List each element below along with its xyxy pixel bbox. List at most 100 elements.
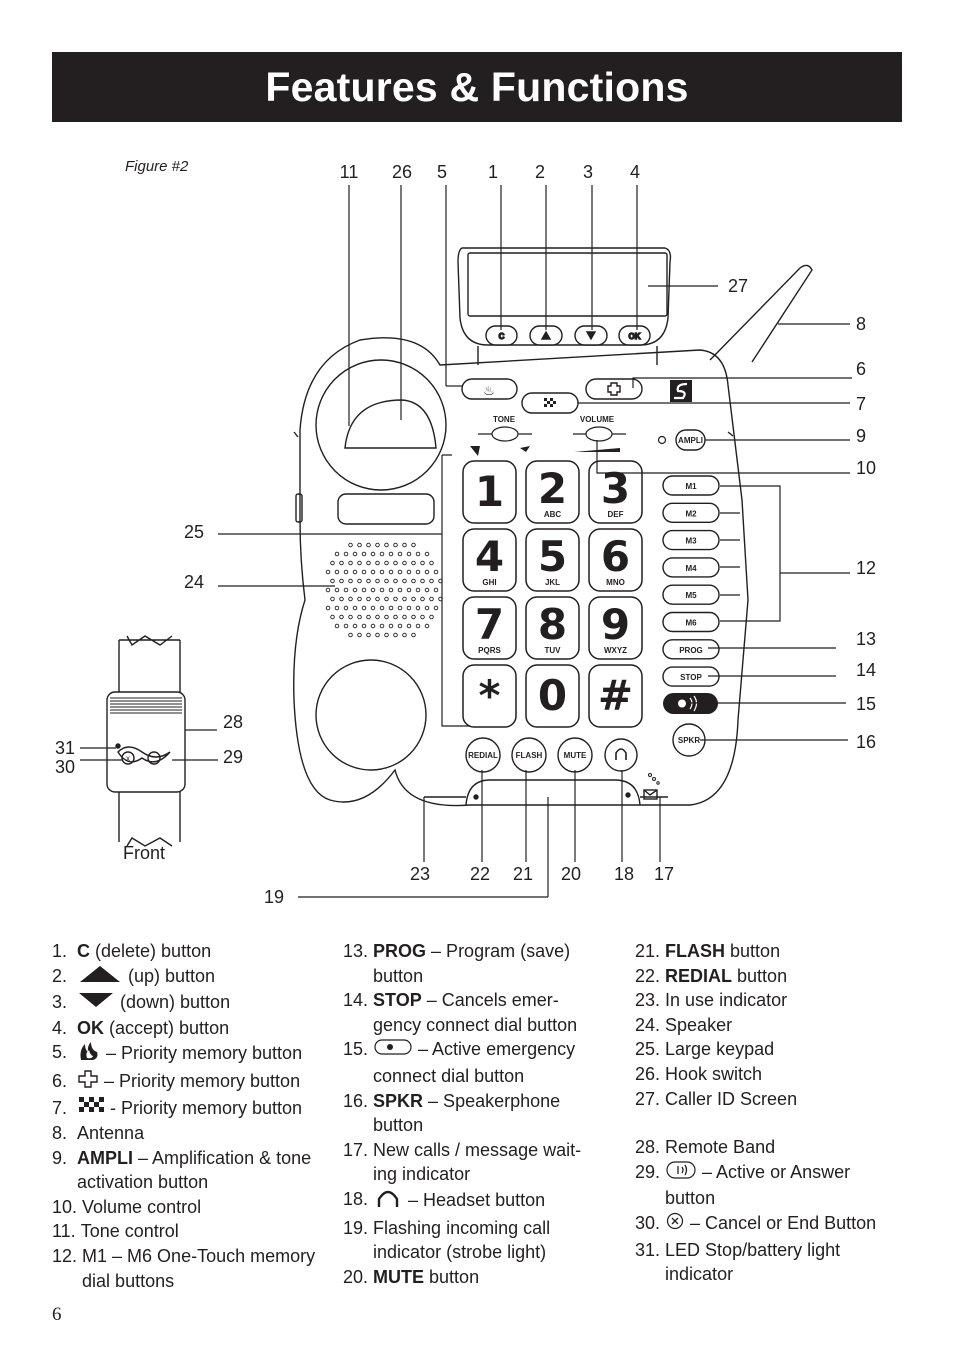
legend-item: 3. (down) button — [52, 990, 330, 1016]
legend-item-body: C (delete) button — [77, 939, 330, 964]
side-button-m1[interactable]: M1 — [662, 475, 720, 496]
legend-item-text: – Program (save) button — [373, 941, 571, 986]
headset-icon — [373, 1187, 403, 1216]
svg-text:SPKR: SPKR — [678, 736, 700, 745]
legend-item-text: Antenna — [77, 1123, 145, 1144]
legend-item: 13. PROG – Program (save) button — [343, 939, 605, 988]
legend-item-text: Remote Band — [665, 1137, 776, 1158]
bottom-button-label: MUTE — [564, 751, 587, 760]
key-star[interactable]: * — [462, 664, 517, 728]
speaker-grille — [325, 542, 443, 638]
side-button-label: M1 — [685, 482, 697, 491]
flame-icon: ♨ — [483, 383, 495, 398]
side-button-prog[interactable]: PROG — [662, 639, 720, 660]
legend-item-number: 16. — [343, 1090, 374, 1111]
callout-20: 20 — [561, 864, 581, 884]
tone-control[interactable] — [491, 426, 519, 442]
callout-13: 13 — [856, 629, 876, 649]
legend-item-text: – Cancels emer-gency connect dial button — [373, 990, 578, 1035]
legend-item-number: 12. — [52, 1246, 83, 1267]
legend-item: 7. - Priority memory button — [52, 1096, 330, 1122]
legend-item-text: (delete) button — [90, 941, 212, 961]
callout-23: 23 — [410, 864, 430, 884]
flame-icon — [77, 1040, 101, 1069]
legend-item-text: – Active emergency connect dial button — [373, 1039, 576, 1086]
legend-item-term: SPKR — [373, 1090, 424, 1111]
legend-item-term: OK — [77, 1017, 105, 1038]
down-triangle-icon — [77, 991, 115, 1016]
mute-button[interactable]: MUTE — [557, 737, 593, 773]
legend-item-number: 7. — [52, 1097, 78, 1118]
svg-text:C: C — [499, 332, 505, 341]
key-letters: ABC — [544, 510, 562, 519]
message-indicator-icon — [648, 773, 660, 785]
side-button-label: M3 — [685, 537, 697, 546]
priority-cross-button[interactable] — [585, 378, 643, 400]
key-letters: GHI — [482, 578, 496, 587]
side-button-m6[interactable]: M6 — [662, 611, 720, 633]
legend-item-number: 6. — [52, 1070, 78, 1091]
callout-12: 12 — [856, 558, 876, 578]
legend-item: 25. Large keypad — [635, 1037, 905, 1062]
legend-item-number: 13. — [343, 941, 374, 961]
callout-14: 14 — [856, 660, 876, 680]
redial-button[interactable]: REDIAL — [465, 737, 501, 773]
callout-4: 4 — [630, 162, 640, 182]
priority-flame-button[interactable] — [461, 378, 518, 400]
legend-item-body: Hook switch — [665, 1062, 905, 1087]
legend-item-term: MUTE — [373, 1266, 425, 1287]
legend-item-number: 20. — [343, 1266, 374, 1287]
key-1[interactable]: 1 — [462, 460, 517, 524]
legend-item-number: 5. — [52, 1042, 78, 1063]
ok-button[interactable] — [618, 325, 651, 346]
x-circle-icon[interactable] — [121, 751, 135, 765]
legend-item-text: Speaker — [665, 1014, 733, 1035]
key-digit: 6 — [601, 532, 630, 581]
svg-text:AMPLI: AMPLI — [678, 436, 703, 445]
side-button-m4[interactable]: M4 — [662, 557, 720, 578]
legend-item-number: 24. — [635, 1014, 666, 1035]
key-0[interactable]: 0 — [525, 664, 580, 728]
legend-item-text: New calls / message wait-ing indicator — [373, 1139, 582, 1185]
side-button-m5[interactable]: M5 — [662, 584, 720, 605]
legend-item-text: – Headset button — [403, 1189, 546, 1210]
legend-item-body: Speaker — [665, 1013, 905, 1038]
legend-item-number: 9. — [52, 1147, 78, 1168]
answer-icon[interactable] — [147, 751, 161, 765]
legend-item-body: OK (accept) button — [77, 1016, 330, 1041]
legend-item-number: 26. — [635, 1063, 666, 1084]
side-button-label: M4 — [685, 564, 697, 573]
legend-item-body: LED Stop/battery light indicator — [665, 1238, 905, 1287]
key-hash[interactable]: # — [588, 664, 643, 728]
leader-lines — [80, 185, 852, 898]
callout-21: 21 — [513, 864, 533, 884]
key-letters: PQRS — [478, 646, 501, 655]
legend-item-text: - Priority memory button — [105, 1097, 303, 1118]
side-button-label: M2 — [685, 509, 697, 518]
legend-item-text: – Active or Answer button — [665, 1161, 851, 1209]
flash-button[interactable]: FLASH — [511, 737, 547, 773]
side-button-m3[interactable]: M3 — [662, 529, 720, 551]
legend-item-term: PROG — [373, 941, 427, 961]
legend-item-number: 21. — [635, 941, 666, 961]
legend-item-body: – Priority memory button — [77, 1040, 330, 1069]
checker-icon — [544, 398, 556, 407]
headset-button[interactable] — [604, 738, 638, 772]
legend-item-term: REDIAL — [665, 965, 733, 986]
headset-icon — [615, 748, 627, 760]
down-arrow-icon — [585, 331, 597, 341]
callout-3: 3 — [583, 162, 593, 182]
volume-control[interactable] — [585, 426, 613, 442]
legend-item: 11. Tone control — [52, 1219, 330, 1244]
legend-item-body: Caller ID Screen — [665, 1087, 905, 1112]
side-button-m2[interactable]: M2 — [662, 502, 720, 523]
legend-item-body: – Active or Answer button — [665, 1160, 905, 1211]
